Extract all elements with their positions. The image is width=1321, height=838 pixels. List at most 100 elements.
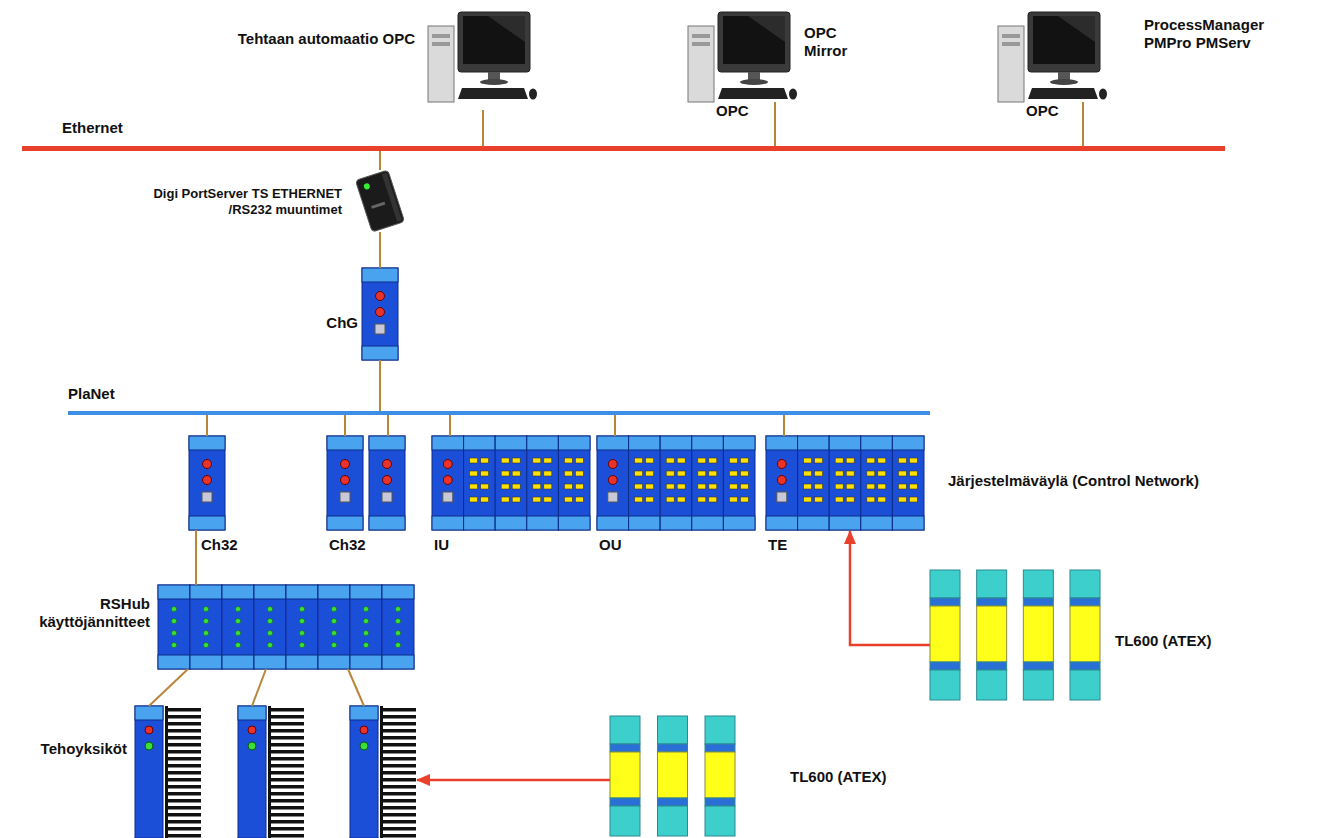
heatsink-fin (271, 813, 304, 817)
tl600-cap (1070, 570, 1100, 598)
io-led (666, 458, 674, 463)
heatsink-fin (383, 792, 416, 796)
status-led (341, 476, 350, 485)
status-led (145, 742, 153, 750)
io-led (544, 458, 552, 463)
io-led (729, 458, 737, 463)
io-led (846, 484, 854, 489)
node-label: IU (434, 536, 474, 554)
module-cap (222, 655, 254, 669)
bus-wire (783, 415, 785, 436)
module-cap (798, 516, 830, 530)
node-label: Tehtaan automaatio OPC (160, 30, 415, 48)
module-body (238, 706, 266, 838)
connector-port (382, 492, 392, 502)
ch-node: Ch32 (189, 436, 225, 530)
heatsink-fin (168, 722, 201, 726)
module-cap (318, 655, 350, 669)
heatsink-fin (383, 785, 416, 789)
tl600-cap (610, 806, 640, 836)
module-body (692, 436, 724, 530)
module-cap (464, 436, 496, 450)
rshub-figure (158, 585, 414, 669)
portserver-case (355, 170, 404, 232)
monitor-screen (723, 16, 785, 64)
node-label: Ch32 (329, 536, 389, 554)
bus-wire (614, 415, 616, 436)
io-led (575, 497, 583, 502)
io-led (533, 471, 541, 476)
module-body (350, 706, 378, 838)
module-body (189, 436, 225, 530)
module-cap (369, 436, 405, 450)
io-led (470, 458, 478, 463)
module-cap (362, 346, 398, 360)
heatsink-fin (168, 806, 201, 810)
heatsink-fin (271, 722, 304, 726)
heatsink-fin (383, 799, 416, 803)
io-led (709, 458, 717, 463)
bus-wire (379, 151, 381, 170)
io-node: TE (766, 436, 924, 530)
io-led (646, 497, 654, 502)
io-led (740, 458, 748, 463)
module-body (558, 436, 590, 530)
io-led (544, 484, 552, 489)
monitor-screen (1033, 16, 1095, 64)
module-cap (829, 436, 861, 450)
keyboard (718, 88, 788, 99)
monitor (1028, 12, 1100, 72)
io-figure (766, 436, 924, 530)
power-led (331, 630, 336, 635)
io-led (729, 497, 737, 502)
connector-port (202, 492, 212, 502)
computer-figure (998, 12, 1107, 102)
io-led (804, 471, 812, 476)
module-body (362, 268, 398, 360)
heatsink-fin (168, 820, 201, 824)
module-cap (350, 655, 382, 669)
io-led (677, 458, 685, 463)
power-led (299, 606, 304, 611)
power-led (363, 618, 368, 623)
pc-tower (688, 26, 714, 102)
ch-figure (189, 436, 225, 530)
module-body (495, 436, 527, 530)
monitor-stand (488, 72, 500, 80)
io-led (481, 458, 489, 463)
module-cap (189, 516, 225, 530)
heatsink-fin (271, 806, 304, 810)
heatsink-fin (271, 799, 304, 803)
status-led (777, 476, 786, 485)
module-body (432, 436, 464, 530)
monitor-stand (1058, 72, 1070, 80)
io-led (698, 458, 706, 463)
io-led (677, 471, 685, 476)
io-led (740, 484, 748, 489)
node-label: TE (768, 536, 808, 554)
module-cap (527, 436, 559, 450)
io-led (564, 458, 572, 463)
heatsink-fin (168, 799, 201, 803)
io-led (564, 484, 572, 489)
power-led (363, 642, 368, 647)
power-led (395, 642, 400, 647)
module-cap (861, 436, 893, 450)
tl600-band (930, 598, 960, 606)
io-led (804, 484, 812, 489)
power-led (203, 618, 208, 623)
io-led (909, 471, 917, 476)
io-led (846, 458, 854, 463)
io-led (909, 484, 917, 489)
computer-node: ProcessManager PMPro PMServOPC (998, 12, 1108, 102)
io-led (635, 497, 643, 502)
heatsink-fin (271, 757, 304, 761)
heatsink-fin (168, 771, 201, 775)
power-led (267, 630, 272, 635)
io-led (635, 458, 643, 463)
heatsink-fin (383, 708, 416, 712)
module-body (527, 436, 559, 530)
module-cap (158, 655, 190, 669)
screen-glare (488, 16, 525, 42)
io-node: OU (597, 436, 755, 530)
